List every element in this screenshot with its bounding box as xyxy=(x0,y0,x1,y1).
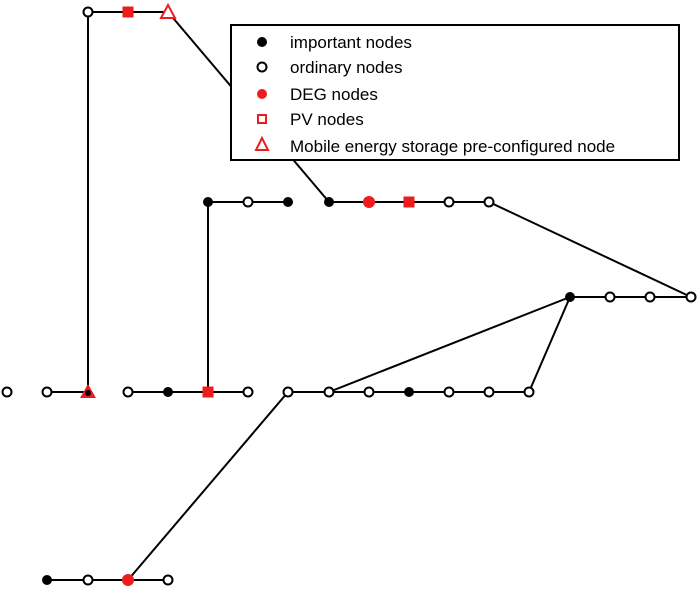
ordinary-node xyxy=(363,386,375,398)
ordinary-node xyxy=(644,291,656,303)
network-edges xyxy=(47,11,692,581)
ordinary-node xyxy=(282,386,294,398)
ordinary-node xyxy=(443,196,455,208)
legend-label-important: important nodes xyxy=(290,33,412,52)
ordinary-node xyxy=(443,386,455,398)
ordinary-node xyxy=(604,291,616,303)
ordinary-node xyxy=(162,574,174,586)
important-node xyxy=(203,197,213,207)
legend-label-pv: PV nodes xyxy=(290,110,364,129)
pv-node xyxy=(403,196,415,208)
legend-deg-marker xyxy=(257,89,267,99)
ordinary-node xyxy=(1,386,13,398)
legend-label-mobile-storage: Mobile energy storage pre-configured nod… xyxy=(290,137,615,156)
ordinary-node xyxy=(82,574,94,586)
important-node xyxy=(283,197,293,207)
legend-ordinary-marker xyxy=(256,61,268,73)
ordinary-node xyxy=(242,196,254,208)
legend-box xyxy=(230,24,680,161)
network-edge xyxy=(127,391,289,581)
legend-label-deg: DEG nodes xyxy=(290,85,378,104)
pv-node xyxy=(202,386,214,398)
legend-label-ordinary: ordinary nodes xyxy=(290,58,402,77)
network-edge xyxy=(328,296,571,393)
ordinary-node xyxy=(523,386,535,398)
ordinary-node xyxy=(323,386,335,398)
legend-pv-marker xyxy=(257,114,267,124)
ordinary-node xyxy=(685,291,697,303)
mobile-storage-node xyxy=(159,2,177,19)
pv-node xyxy=(122,6,134,18)
important-node xyxy=(163,387,173,397)
ordinary-node xyxy=(483,386,495,398)
network-edge xyxy=(528,296,571,393)
important-node xyxy=(42,575,52,585)
important-node xyxy=(324,197,334,207)
important-node xyxy=(85,390,91,396)
ordinary-node xyxy=(483,196,495,208)
network-edge xyxy=(488,201,692,298)
ordinary-node xyxy=(122,386,134,398)
ordinary-node xyxy=(242,386,254,398)
deg-node xyxy=(122,574,134,586)
legend-mobile-storage-marker xyxy=(254,135,270,151)
deg-node xyxy=(363,196,375,208)
ordinary-node xyxy=(41,386,53,398)
important-node xyxy=(404,387,414,397)
legend-important-marker xyxy=(257,37,267,47)
ordinary-node xyxy=(82,6,94,18)
important-node xyxy=(565,292,575,302)
legend: important nodes ordinary nodes DEG nodes… xyxy=(230,24,680,161)
